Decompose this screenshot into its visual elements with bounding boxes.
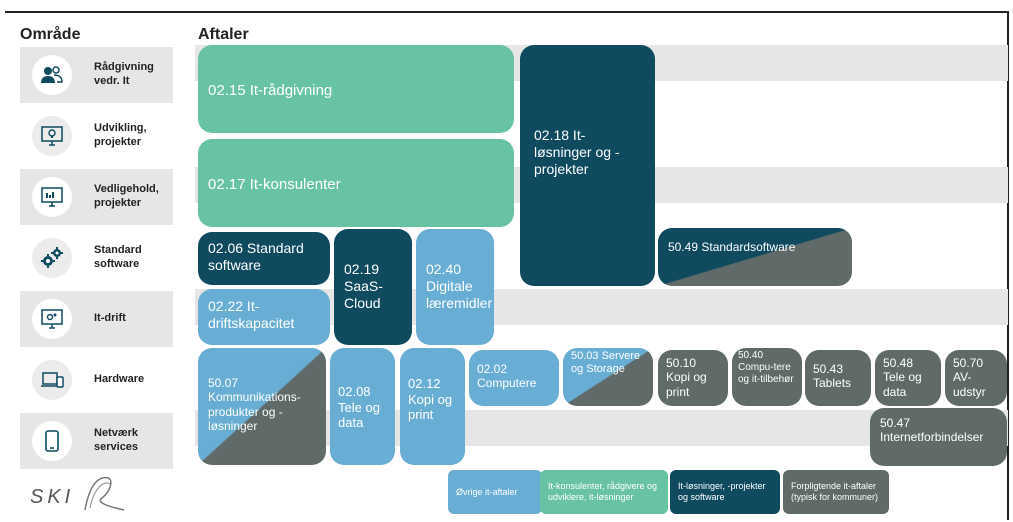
agreement-5040[interactable]: 50.40 Compu-tere og it-tilbehør xyxy=(732,348,802,406)
agreement-0217[interactable]: 02.17 It-konsulenter xyxy=(198,139,514,227)
laptop-phone-icon xyxy=(32,360,72,400)
agreement-0215[interactable]: 02.15 It-rådgivning xyxy=(198,45,514,133)
agreement-5049[interactable]: 50.49 Standardsoftware xyxy=(658,228,852,286)
category-development[interactable]: Udvikling, projekter xyxy=(20,108,173,164)
category-label: Netværk services xyxy=(94,427,139,453)
category-label: Udvikling, projekter xyxy=(94,122,147,148)
agreement-0219[interactable]: 02.19 SaaS-Cloud xyxy=(334,229,412,345)
agreement-5003[interactable]: 50.03 Servere og Storage xyxy=(563,348,653,406)
agreement-0208[interactable]: 02.08 Tele og data xyxy=(330,348,395,465)
agreement-5048[interactable]: 50.48 Tele og data xyxy=(875,350,941,406)
category-hardware[interactable]: Hardware xyxy=(20,352,173,408)
lightbulb-monitor-icon xyxy=(32,116,72,156)
category-label: Standard software xyxy=(94,244,142,270)
agreement-0240[interactable]: 02.40 Digitale læremidler xyxy=(416,229,494,345)
agreement-0218[interactable]: 02.18 It-løsninger og -projekter xyxy=(520,45,655,286)
agreement-0222[interactable]: 02.22 It-driftskapacitet xyxy=(198,289,330,345)
category-maintenance[interactable]: Vedligehold, projekter xyxy=(20,169,173,225)
legend-other-agreements: Øvrige it-aftaler xyxy=(448,470,542,514)
agreement-0202[interactable]: 02.02 Computere xyxy=(469,350,559,406)
legend-consultants: It-konsulenter, rådgivere og udviklere, … xyxy=(540,470,668,514)
agreement-5070[interactable]: 50.70 AV-udstyr xyxy=(945,350,1007,406)
agreement-5047[interactable]: 50.47 Internetforbindelser xyxy=(870,408,1007,466)
mobile-icon xyxy=(32,421,72,461)
category-it-operations[interactable]: It-drift xyxy=(20,291,173,347)
ski-logo-text: SKI xyxy=(30,486,75,508)
agreement-5043[interactable]: 50.43 Tablets xyxy=(805,350,871,406)
row-stripe-operations xyxy=(195,289,1008,325)
legend-binding-agreements: Forpligtende it-aftaler (typisk for komm… xyxy=(783,470,889,514)
gears-icon xyxy=(32,238,72,278)
people-icon xyxy=(32,55,72,95)
agreements-header: Aftaler xyxy=(198,26,249,43)
server-monitor-icon xyxy=(32,299,72,339)
category-advice[interactable]: Rådgivning vedr. It xyxy=(20,47,173,103)
agreement-0206[interactable]: 02.06 Standard software xyxy=(198,232,330,285)
agreement-5010[interactable]: 50.10 Kopi og print xyxy=(658,350,728,406)
diagram-frame xyxy=(5,11,1009,520)
legend-solutions: It-løsninger, -projekter og software xyxy=(670,470,780,514)
category-label: Vedligehold, projekter xyxy=(94,183,159,209)
category-standard-software[interactable]: Standard software xyxy=(20,230,173,286)
ski-logo-icon xyxy=(84,476,125,511)
category-label: Rådgivning vedr. It xyxy=(94,61,154,87)
category-label: It-drift xyxy=(94,312,126,325)
agreement-0212[interactable]: 02.12 Kopi og print xyxy=(400,348,465,465)
agreement-5007[interactable]: 50.07 Kommunikations-produkter og -løsni… xyxy=(198,348,326,465)
category-label: Hardware xyxy=(94,373,145,386)
category-network[interactable]: Netværk services xyxy=(20,413,173,469)
area-header: Område xyxy=(20,26,81,43)
monitor-chart-icon xyxy=(32,177,72,217)
